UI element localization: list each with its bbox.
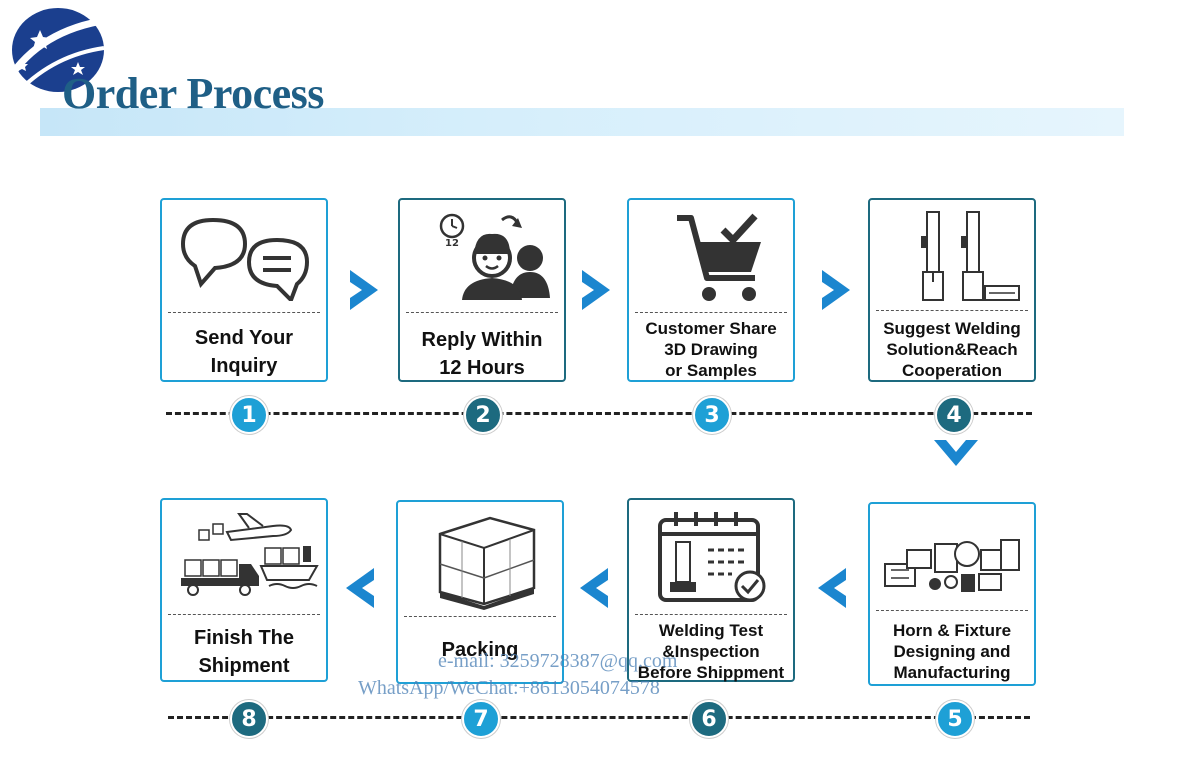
pallet-box-icon [398, 508, 562, 610]
page-title: Order Process [62, 69, 324, 118]
step-number-badge: 4 [935, 396, 973, 434]
globe-logo [5, 8, 109, 92]
step-number-badge: 7 [462, 700, 500, 738]
chevron-right-icon [350, 270, 378, 310]
step-card-suggest-welding: Suggest Welding Solution&Reach Cooperati… [868, 198, 1036, 382]
step-number-badge: 1 [230, 396, 268, 434]
timeline-row1 [166, 412, 1032, 415]
chevron-left-icon [346, 568, 374, 608]
step-label-line1: Finish The [194, 627, 294, 649]
step-number-badge: 6 [690, 700, 728, 738]
chevron-down-icon [934, 440, 978, 466]
step-label-line2: Inquiry [210, 355, 278, 377]
step-label-line1: Customer Share [645, 319, 777, 338]
step-card-finish-shipment: Finish The Shipment [160, 498, 328, 682]
step-label-line1: Horn & Fixture [892, 621, 1012, 640]
step-label-line2: Shipment [198, 655, 290, 677]
watermark-phone: WhatsApp/WeChat:+8613054074578 [358, 677, 660, 699]
logistics-icon [162, 506, 326, 606]
step-card-welding-test: Welding Test &Inspection Before Shippmen… [627, 498, 795, 682]
step-label-line2: &Inspection [662, 642, 760, 661]
chat-bubbles-icon [162, 206, 326, 301]
step-label-line2: Solution&Reach [886, 340, 1018, 359]
support-agent-icon: 12 [400, 206, 564, 301]
welding-machine-icon [870, 206, 1034, 306]
chevron-left-icon [818, 568, 846, 608]
horn-fixture-parts-icon [870, 510, 1034, 606]
shopping-cart-check-icon [629, 206, 793, 304]
step-number-badge: 5 [936, 700, 974, 738]
step-card-horn-fixture: Horn & Fixture Designing and Manufacturi… [868, 502, 1036, 686]
step-card-send-inquiry: Send Your Inquiry [160, 198, 328, 382]
step-card-packing: Packing [396, 500, 564, 684]
step-label-line3: or Samples [665, 361, 757, 380]
step-label-line3: Before Shippment [637, 663, 785, 682]
step-label-line2: Designing and [893, 642, 1011, 661]
clock-label: 12 [445, 238, 459, 249]
step-label-line1: Send Your [194, 327, 294, 349]
chevron-left-icon [580, 568, 608, 608]
timeline-row2 [168, 716, 1030, 719]
step-number-badge: 3 [693, 396, 731, 434]
title-bar [40, 108, 1124, 136]
step-label-line3: Cooperation [901, 361, 1003, 380]
step-label-line1: Suggest Welding [883, 319, 1021, 338]
step-label-line1: Welding Test [658, 621, 764, 640]
step-label-line1: Reply Within [421, 329, 543, 351]
calendar-checklist-icon [629, 506, 793, 606]
step-number-badge: 8 [230, 700, 268, 738]
step-label-line3: Manufacturing [893, 663, 1011, 682]
step-label-line2: 12 Hours [439, 357, 525, 379]
chevron-right-icon [582, 270, 610, 310]
chevron-right-icon [822, 270, 850, 310]
step-label-line1: Packing [441, 639, 519, 661]
step-card-customer-share: Customer Share 3D Drawing or Samples [627, 198, 795, 382]
step-number-badge: 2 [464, 396, 502, 434]
watermark-email: e-mail: 3259728387@qq.com [438, 650, 678, 672]
step-label-line2: 3D Drawing [664, 340, 758, 359]
step-card-reply: 12 Reply Within 12 Hours [398, 198, 566, 382]
